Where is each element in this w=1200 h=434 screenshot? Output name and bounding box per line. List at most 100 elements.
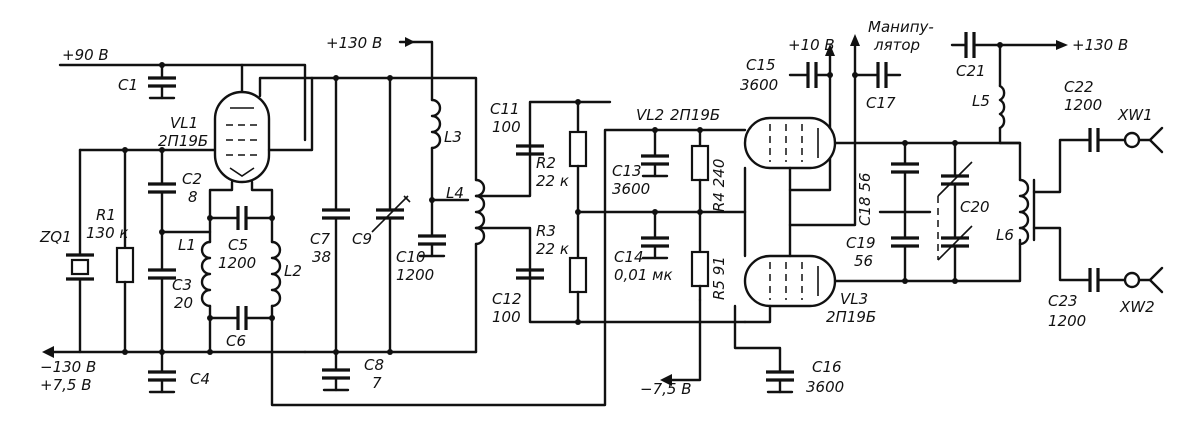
svg-text:7: 7: [372, 374, 382, 392]
rail-plus90: +90 В: [58, 46, 307, 142]
svg-text:C15: C15: [746, 56, 776, 74]
svg-text:+7,5 В: +7,5 В: [40, 376, 91, 394]
connector-xw1: XW1: [1117, 106, 1164, 154]
svg-text:C12: C12: [492, 290, 522, 308]
svg-text:130 к: 130 к: [86, 224, 128, 242]
capacitor-c8: C8 7: [322, 349, 384, 392]
svg-text:L4: L4: [446, 184, 464, 202]
svg-text:VL3: VL3: [840, 290, 868, 308]
svg-text:22 к: 22 к: [536, 172, 569, 190]
capacitor-c13: C13 3600: [612, 127, 669, 198]
svg-text:3600: 3600: [806, 378, 844, 396]
svg-text:3600: 3600: [612, 180, 650, 198]
capacitor-c3: C3 20: [148, 268, 193, 374]
capacitor-c16: C16 3600: [733, 304, 844, 396]
resistor-r4: R4 240: [690, 127, 728, 215]
resistor-r2: R2 22 к: [536, 100, 588, 260]
svg-text:C10: C10: [396, 248, 426, 266]
capacitor-c12: C12 100: [492, 268, 544, 326]
svg-text:R3: R3: [536, 222, 556, 240]
svg-text:ZQ1: ZQ1: [39, 228, 72, 246]
capacitor-c4: C4: [148, 370, 210, 394]
capacitor-c5: C5 1200: [207, 206, 275, 272]
svg-text:3600: 3600: [740, 76, 778, 94]
svg-text:C23: C23: [1048, 292, 1078, 310]
capacitor-c17: C17: [852, 62, 902, 112]
capacitor-c6: C6: [207, 306, 275, 350]
resistor-r3: R3 22 к: [536, 222, 588, 324]
capacitor-c15: C15 3600: [740, 56, 833, 94]
svg-text:C8: C8: [364, 356, 384, 374]
svg-text:8: 8: [188, 188, 198, 206]
svg-text:R4 240: R4 240: [710, 159, 728, 212]
svg-text:0,01 мк: 0,01 мк: [614, 266, 673, 284]
svg-text:1200: 1200: [396, 266, 434, 284]
svg-text:лятор: лятор: [873, 36, 920, 54]
svg-text:R5 91: R5 91: [710, 256, 728, 300]
svg-text:+130 В: +130 В: [326, 34, 382, 52]
svg-text:C3: C3: [172, 276, 192, 294]
quartz-zq1: ZQ1: [39, 148, 94, 354]
svg-text:L6: L6: [996, 226, 1014, 244]
svg-text:2П19Б: 2П19Б: [826, 308, 876, 326]
resistor-r5: R5 91: [690, 210, 728, 302]
svg-text:C22: C22: [1064, 78, 1094, 96]
svg-text:R2: R2: [536, 154, 556, 172]
inductor-l2: L2: [270, 216, 302, 320]
svg-text:L2: L2: [284, 262, 302, 280]
svg-text:C7: C7: [310, 230, 330, 248]
svg-text:20: 20: [174, 294, 193, 312]
svg-text:VL1: VL1: [170, 114, 198, 132]
tube-vl1: VL1 2П19Б: [158, 90, 271, 184]
svg-text:R1: R1: [96, 206, 116, 224]
svg-text:+10 В: +10 В: [788, 36, 835, 54]
rail-manipulator: Манипу- лятор: [788, 18, 934, 227]
svg-text:C4: C4: [190, 370, 210, 388]
svg-text:+130 В: +130 В: [1072, 36, 1128, 54]
capacitor-c21: C21: [950, 32, 1002, 80]
svg-text:C11: C11: [490, 100, 520, 118]
svg-text:C5: C5: [228, 236, 248, 254]
inductor-l4: L4: [446, 178, 486, 354]
svg-text:C1: C1: [118, 76, 138, 94]
svg-text:L5: L5: [972, 92, 990, 110]
capacitor-c9: C9: [352, 76, 411, 355]
svg-text:C21: C21: [956, 62, 986, 80]
svg-text:C17: C17: [866, 94, 896, 112]
svg-text:1200: 1200: [1048, 312, 1086, 330]
svg-text:100: 100: [492, 118, 521, 136]
rail-plus130-top: +130 В: [326, 34, 434, 102]
rail-minus7-5: −7,5 В: [640, 298, 702, 398]
svg-text:Манипу-: Манипу-: [868, 18, 934, 36]
connector-xw2: XW2: [1119, 266, 1164, 316]
svg-text:C19: C19: [846, 234, 876, 252]
rail-minus130: −130 В +7,5 В: [40, 346, 307, 394]
capacitor-c20: C20: [937, 141, 990, 283]
svg-text:XW2: XW2: [1119, 298, 1155, 316]
svg-text:C20: C20: [960, 198, 990, 216]
svg-text:C9: C9: [352, 230, 372, 248]
inductor-l3: L3: [429, 98, 470, 238]
svg-text:XW1: XW1: [1117, 106, 1153, 124]
svg-text:22 к: 22 к: [536, 240, 569, 258]
capacitor-c18: C18 56: [856, 141, 919, 240]
svg-text:1200: 1200: [1064, 96, 1102, 114]
capacitor-c22: C22 1200: [1064, 78, 1126, 152]
rail-plus130-right: +130 В: [998, 36, 1128, 54]
svg-text:56: 56: [854, 252, 873, 270]
capacitor-c19: C19 56: [846, 234, 919, 283]
capacitor-c14: C14 0,01 мк: [614, 209, 673, 284]
capacitor-c23: C23 1200: [1048, 268, 1126, 330]
svg-text:C16: C16: [812, 358, 842, 376]
svg-text:2П19Б: 2П19Б: [158, 132, 208, 150]
svg-text:L1: L1: [178, 236, 196, 254]
tube-vl2: VL2 2П19Б: [636, 106, 837, 170]
capacitor-c7: C7 38: [310, 76, 350, 372]
svg-text:C2: C2: [182, 170, 202, 188]
inductor-l6: L6: [996, 178, 1036, 246]
svg-text:C6: C6: [226, 332, 246, 350]
capacitor-c1: C1: [118, 62, 176, 100]
svg-text:38: 38: [312, 248, 331, 266]
inductor-l5: L5: [972, 42, 1022, 145]
